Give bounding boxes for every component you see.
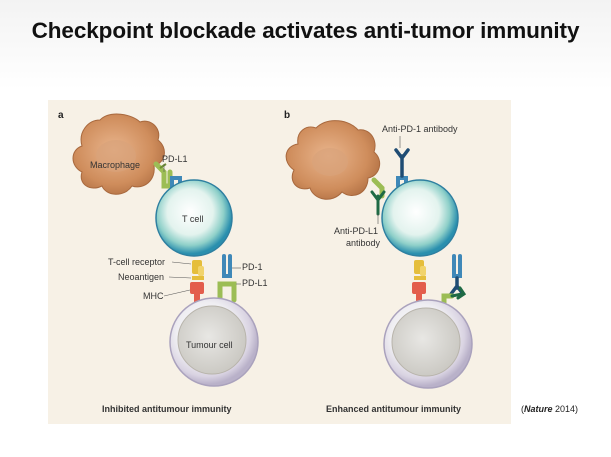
tumour-cell-b — [383, 299, 473, 389]
anti-pd-l1-label-1: Anti-PD-L1 — [334, 226, 378, 236]
anti-pd-1-label: Anti-PD-1 antibody — [382, 124, 458, 134]
anti-pd-l1-antibody — [370, 177, 386, 216]
t-cell-receptor-label: T-cell receptor — [108, 257, 165, 267]
panel-a-letter: a — [58, 110, 64, 121]
macrophage-label: Macrophage — [90, 160, 140, 170]
t-cell-label: T cell — [182, 214, 203, 224]
figure-canvas: a Macrophage PD-L1 T cell T-cell recepto… — [58, 110, 473, 414]
neoantigen-label: Neoantigen — [118, 272, 164, 282]
tumour-cell-a — [169, 297, 259, 387]
citation-open: ( — [521, 404, 524, 414]
citation-year: 2014) — [552, 404, 579, 414]
pd-1-label: PD-1 — [242, 262, 263, 272]
t-cell-b — [381, 179, 459, 257]
checkpoint-figure: a Macrophage PD-L1 T cell T-cell recepto… — [48, 100, 511, 424]
slide-title: Checkpoint blockade activates anti-tumor… — [31, 18, 580, 43]
anti-pd-1-antibody — [394, 148, 410, 188]
tcr-complex-b — [412, 260, 426, 304]
mhc-label: MHC — [143, 291, 164, 301]
tumour-cell-label: Tumour cell — [186, 340, 233, 350]
pd-l1-label-top: PD-L1 — [162, 154, 188, 164]
tcr-complex — [190, 260, 204, 306]
panel-b-letter: b — [284, 110, 290, 121]
citation: (Nature 2014) — [521, 404, 578, 414]
panel-b-caption: Enhanced antitumour immunity — [326, 404, 461, 414]
panel-a-caption: Inhibited antitumour immunity — [102, 404, 232, 414]
pd-1-pd-l1-bottom — [217, 254, 237, 303]
t-cell-a — [155, 179, 233, 257]
pd-l1-label-bottom: PD-L1 — [242, 278, 268, 288]
anti-pd-l1-label-2: antibody — [346, 238, 381, 248]
macrophage-cell-a — [72, 113, 165, 195]
pd-l1-receptor-macrophage — [153, 161, 173, 189]
citation-journal: Nature — [524, 404, 553, 414]
macrophage-cell-b — [285, 120, 381, 200]
